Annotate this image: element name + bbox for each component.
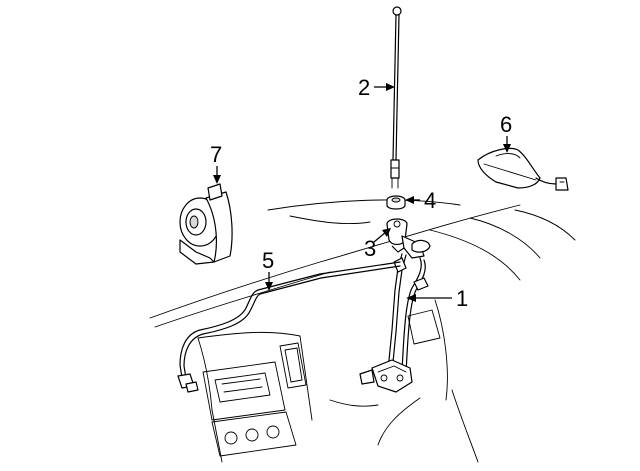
callout-3: 3: [364, 228, 391, 261]
callout-1: 1: [406, 286, 468, 311]
antenna-cord: [359, 253, 429, 393]
horn: [179, 183, 233, 265]
callout-6-label: 6: [500, 112, 512, 137]
callout-3-label: 3: [364, 236, 376, 261]
callout-7: 7: [210, 142, 222, 184]
callout-2-label: 2: [358, 75, 370, 100]
callout-5: 5: [262, 248, 274, 291]
callout-4-label: 4: [424, 188, 436, 213]
arrow-icon: [406, 294, 416, 302]
roof-antenna: [477, 147, 569, 191]
arrow-icon: [213, 175, 221, 184]
callout-4: 4: [405, 188, 436, 213]
arrow-icon: [382, 228, 391, 237]
arrow-icon: [386, 83, 395, 91]
arrow-icon: [265, 282, 273, 291]
callout-7-label: 7: [210, 142, 222, 167]
callout-6: 6: [500, 112, 512, 153]
antenna-mast: [390, 6, 402, 189]
dashboard-outline: [149, 199, 576, 463]
callout-1-label: 1: [456, 286, 468, 311]
callout-2: 2: [358, 75, 395, 100]
antenna-holder: [386, 218, 431, 259]
arrow-icon: [405, 196, 414, 204]
center-stack: [202, 309, 441, 457]
arrow-icon: [503, 144, 511, 153]
callout-5-label: 5: [262, 248, 274, 273]
antenna-nut: [386, 195, 406, 210]
antenna-lead: [177, 261, 401, 393]
